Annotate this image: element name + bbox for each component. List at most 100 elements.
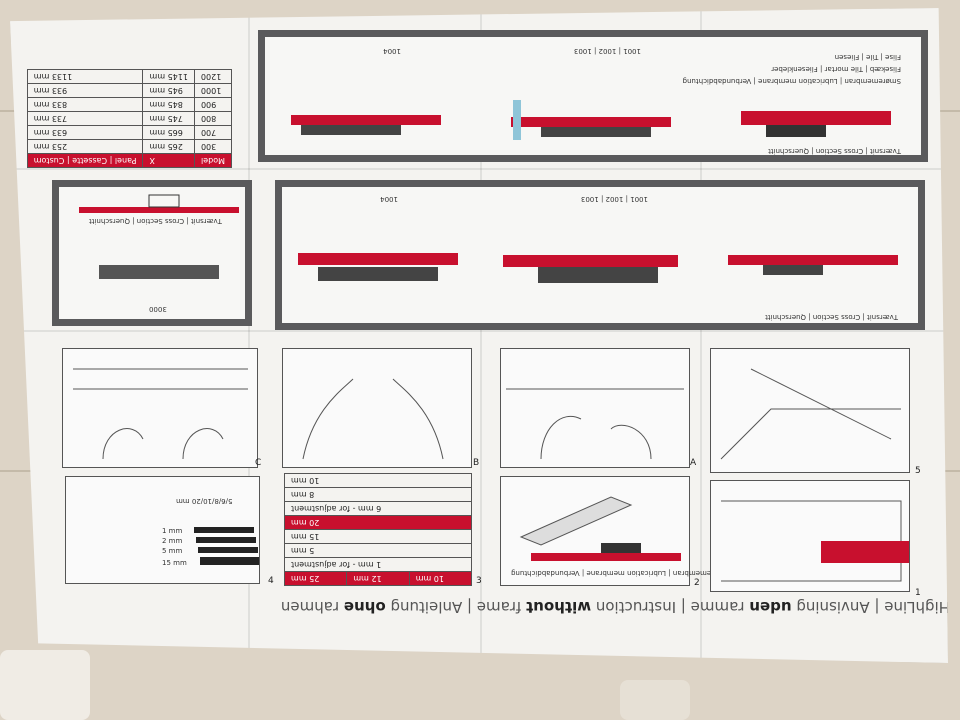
bubble-wrap — [0, 650, 90, 720]
floor-outline — [720, 408, 901, 460]
hand-outline — [392, 378, 444, 460]
step-2-illustration: Smøremembran | Lubrication membrane | Ve… — [500, 476, 729, 586]
step-a-illustration — [500, 348, 690, 468]
drain-profile — [763, 265, 823, 275]
hands-drawing — [302, 378, 444, 460]
step-number: 4 — [268, 576, 274, 586]
title-emphasis: ohne — [343, 598, 386, 616]
table-cell: 733 mm — [27, 111, 143, 126]
membrane-layer — [531, 553, 681, 561]
step-4-illustration: 1 mm 2 mm 5 mm 15 mm 5/6/8/10/20 mm — [65, 476, 260, 584]
table-cell: 253 mm — [27, 139, 143, 154]
table-cell: 933 mm — [27, 83, 143, 98]
drain-profile — [148, 194, 180, 208]
bubble-wrap — [620, 680, 690, 720]
table-cell: 8 mm — [284, 487, 472, 502]
table-header: 25 mm — [284, 571, 347, 586]
membrane-layer — [503, 255, 678, 267]
drain-profile — [519, 496, 633, 546]
membrane-layer — [728, 255, 898, 265]
table-cell: 700 — [194, 125, 232, 140]
table-cell: 20 mm — [284, 515, 472, 530]
step-number: 2 — [694, 578, 700, 588]
step-c-illustration — [62, 348, 258, 468]
title-text: frame | Anleitung — [385, 598, 527, 616]
drain-profile — [601, 543, 641, 553]
cross-section-drawing — [291, 100, 891, 140]
table-cell: 1 mm - for adjustment — [284, 557, 472, 572]
drain-profile — [301, 125, 401, 135]
shim-layer — [194, 527, 254, 533]
shim-drawing — [194, 527, 260, 565]
table-cell: 665 mm — [142, 125, 195, 140]
section-code: 1001 | 1002 | 1003 — [580, 195, 648, 203]
table-cell: 300 — [194, 139, 232, 154]
table-cell: 1133 mm — [27, 69, 143, 84]
drain-profile — [541, 127, 651, 137]
table-cell: 1200 — [194, 69, 232, 84]
hand-outline — [302, 378, 354, 460]
shim-note: 5/6/8/10/20 mm — [176, 497, 233, 505]
fold-line — [480, 8, 482, 663]
drain-profile — [99, 265, 219, 279]
step-1-illustration — [710, 480, 910, 592]
step-5-illustration — [710, 348, 910, 473]
membrane-layer — [298, 253, 458, 265]
table-cell: 10 mm — [284, 473, 472, 488]
section-code: 1001 | 1002 | 1003 — [573, 47, 641, 55]
table-cell: 745 mm — [142, 111, 195, 126]
table-cell: 1145 mm — [142, 69, 195, 84]
cross-section-label: Tværsnit | Cross Section | Querschnitt — [768, 147, 901, 155]
step-letter: B — [473, 458, 480, 468]
table-cell: 900 — [194, 97, 232, 112]
layer-label: Smøremembran | Lubrication membrane | Ve… — [511, 569, 730, 577]
membrane-layer — [821, 541, 909, 563]
title-text: ramme | Instruction — [591, 598, 750, 616]
table-header: Panel | Cassette | Custom — [27, 153, 143, 168]
layer-label: Smøremembran | Lubrication membrane | Ve… — [682, 77, 901, 85]
membrane-layer — [291, 115, 441, 125]
title-text: HighLine | Anvisning — [791, 598, 950, 616]
tile-layer — [513, 100, 521, 140]
shim-label: 2 mm — [162, 537, 183, 545]
table-cell: 800 — [194, 111, 232, 126]
title-emphasis: uden — [749, 598, 792, 616]
shim-layer — [198, 547, 258, 553]
cross-section-panel-top: Tværsnit | Cross Section | Querschnitt 1… — [258, 30, 928, 162]
table-cell: 1000 — [194, 83, 232, 98]
table-cell: 833 mm — [27, 97, 143, 112]
step-letter: A — [690, 458, 697, 468]
table-header: 12 mm — [346, 571, 410, 586]
cross-section-drawing — [79, 194, 239, 279]
cross-section-label: Tværsnit | Cross Section | Querschnitt — [89, 217, 222, 225]
table-cell: 265 mm — [142, 139, 195, 154]
cross-section-panel-middle: Tværsnit | Cross Section | Querschnitt 1… — [275, 180, 925, 330]
table-cell: 845 mm — [142, 97, 195, 112]
table-header: X — [142, 153, 195, 168]
fold-line — [10, 330, 948, 332]
layer-label: Flisekæb | Tile mortar | Fliesenkleber — [771, 65, 901, 73]
shim-label: 5 mm — [162, 547, 183, 555]
shim-layer — [196, 537, 256, 543]
hands-drawing — [506, 388, 684, 460]
step-letter: C — [255, 458, 262, 468]
table-header: 10 mm — [409, 571, 472, 586]
table-cell: 5 mm — [284, 543, 472, 558]
shim-label: 1 mm — [162, 527, 183, 535]
fold-line — [248, 8, 250, 663]
hand-outline — [182, 428, 224, 460]
section-code: 3000 — [149, 305, 167, 313]
table-header: Model — [194, 153, 232, 168]
title-text: rahmen — [280, 598, 344, 616]
trowel-outline — [750, 368, 892, 440]
hand-outline — [540, 416, 582, 460]
step-b-illustration — [282, 348, 472, 468]
drain-profile — [538, 267, 658, 283]
table-cell: 945 mm — [142, 83, 195, 98]
hands-drawing — [73, 368, 248, 460]
